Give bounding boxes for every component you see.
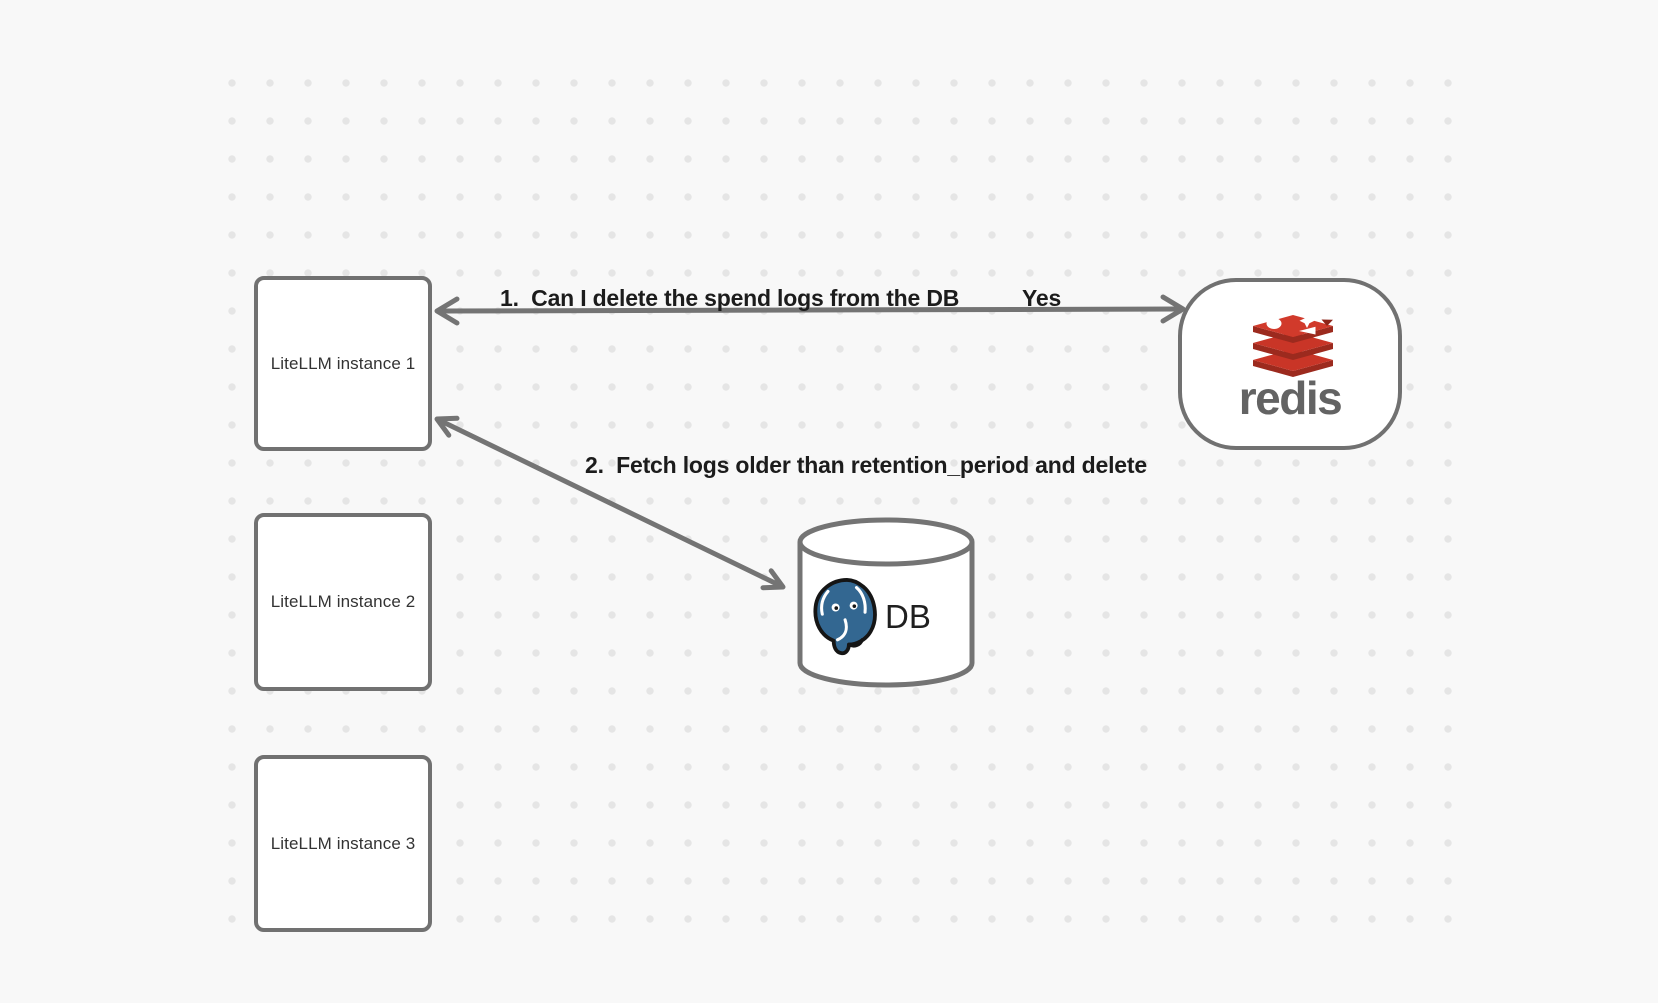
arrow-fetch-logs-and-delete[interactable] [434, 415, 786, 591]
edge-label-fetch-logs-and-delete: 2. Fetch logs older than retention_perio… [585, 452, 1147, 478]
arrowhead-left-icon [434, 296, 460, 326]
node-litellm-instance-1[interactable]: LiteLLM instance 1 [254, 276, 432, 451]
node-litellm-instance-3-label: LiteLLM instance 3 [270, 833, 416, 853]
node-litellm-instance-2-label: LiteLLM instance 2 [270, 592, 416, 611]
arrow-can-i-delete-spend-logs[interactable] [434, 294, 1186, 326]
arrowhead-lower-right-icon [760, 568, 786, 591]
redis-wordmark: redis [1238, 372, 1343, 424]
edge-label-yes-response: Yes [1022, 285, 1062, 311]
node-litellm-instance-3[interactable]: LiteLLM instance 3 [254, 755, 432, 932]
postgresql-elephant-icon [813, 578, 877, 656]
node-litellm-instance-2[interactable]: LiteLLM instance 2 [254, 513, 432, 691]
edge-label-can-i-delete-spend-logs: 1. Can I delete the spend logs from the … [500, 285, 960, 311]
redis-logo-icon [1253, 313, 1333, 377]
node-redis[interactable]: redis [1178, 278, 1402, 450]
node-litellm-instance-1-label: LiteLLM instance 1 [270, 353, 416, 373]
arrowhead-upper-left-icon [434, 415, 460, 438]
database-label: DB [885, 598, 931, 635]
node-database[interactable]: DB [795, 515, 980, 695]
arrowhead-right-icon [1160, 294, 1186, 324]
